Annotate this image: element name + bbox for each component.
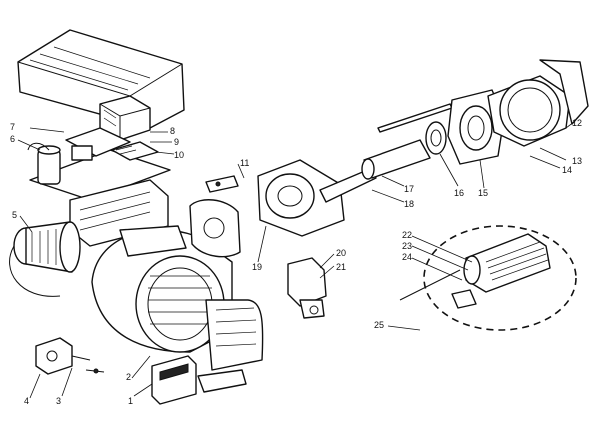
callout-8: 8 — [170, 126, 175, 136]
callout-3: 3 — [56, 396, 61, 406]
electrode-holder — [205, 175, 239, 193]
electrical-base-plate — [29, 127, 171, 201]
callout-13: 13 — [572, 156, 582, 166]
callout-9: 9 — [174, 137, 179, 147]
callout-15: 15 — [478, 188, 488, 198]
photocell-detail — [399, 225, 577, 331]
callout-19: 19 — [252, 262, 262, 272]
callout-24: 24 — [402, 252, 412, 262]
callout-25: 25 — [374, 320, 384, 330]
gasket — [425, 121, 447, 155]
oil-pump — [35, 337, 91, 375]
callout-11: 11 — [240, 158, 249, 168]
callout-22: 22 — [402, 230, 412, 240]
callout-2: 2 — [126, 372, 131, 382]
ignition-transformer — [151, 355, 197, 405]
capacitor — [27, 142, 61, 185]
callout-20: 20 — [336, 248, 346, 258]
callout-5: 5 — [12, 210, 17, 220]
callout-4: 4 — [24, 396, 29, 406]
fan-housing — [91, 225, 233, 353]
callout-1: 1 — [128, 396, 133, 406]
callout-16: 16 — [454, 188, 464, 198]
callout-23: 23 — [402, 241, 412, 251]
callout-7: 7 — [10, 122, 15, 132]
blast-tube-head — [257, 159, 377, 237]
motor — [9, 221, 81, 297]
callout-12: 12 — [572, 118, 582, 128]
callout-21: 21 — [336, 262, 346, 272]
callout-10: 10 — [174, 150, 184, 160]
solenoid-valve — [287, 257, 327, 319]
burner-tube — [361, 139, 431, 180]
callout-labels: 1 2 3 4 5 6 7 8 9 10 11 12 13 14 15 16 1… — [10, 118, 582, 406]
air-intake-cover — [197, 299, 264, 393]
leader-lines — [17, 121, 575, 399]
mounting-flange — [189, 199, 241, 258]
coupling — [85, 368, 105, 374]
combustion-head — [487, 59, 589, 147]
callout-6: 6 — [10, 134, 15, 144]
callout-17: 17 — [404, 184, 414, 194]
callout-14: 14 — [562, 165, 572, 175]
callout-18: 18 — [404, 199, 414, 209]
